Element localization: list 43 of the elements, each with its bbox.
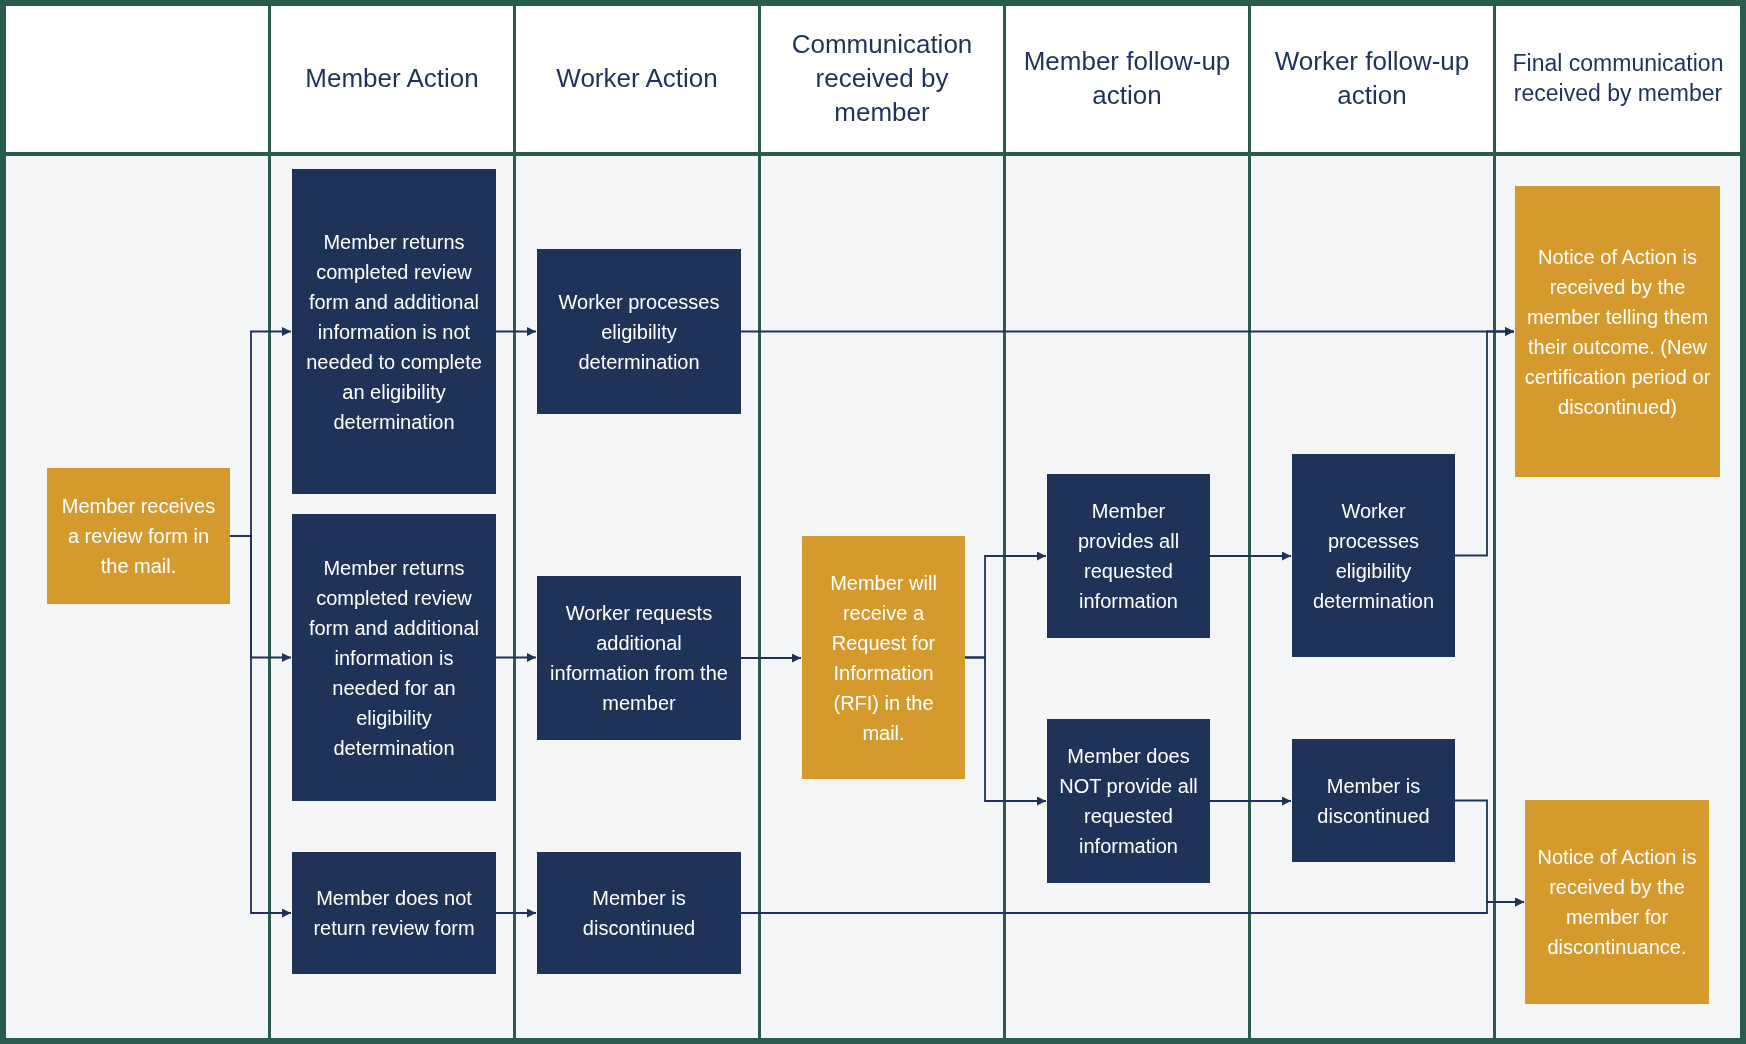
box-text: Worker requests additional information from the member	[549, 601, 729, 716]
box-text: Member does NOT provide all requested information	[1058, 744, 1199, 859]
process-box	[537, 576, 741, 740]
column-header: Member Action	[304, 62, 480, 96]
process-box	[292, 514, 496, 801]
column-header: Worker follow-up action	[1273, 45, 1471, 112]
box-text: Member returns completed review form and additional information is needed for an eligibility determination	[307, 555, 481, 761]
box-text: Notice of Action is received by the member telling them their outcome. (New certification period or discontinued)	[1523, 244, 1712, 420]
arrow	[495, 327, 537, 336]
column-header: Communication received by member	[790, 28, 974, 129]
box-text: Member returns completed review form and additional information is not needed to complete an eligibility determination	[305, 229, 483, 435]
column-header: Worker Action	[555, 62, 719, 96]
arrow	[495, 908, 537, 918]
box-text: Member provides all requested information	[1076, 499, 1181, 614]
column-header: Member follow-up action	[1022, 45, 1232, 112]
process-box	[1047, 719, 1210, 883]
box-text: Member does not return review form	[312, 886, 476, 941]
arrow	[964, 656, 1047, 806]
process-box	[537, 249, 741, 414]
box-text: Worker processes eligibility determination	[557, 289, 721, 375]
arrow	[740, 653, 802, 663]
box-text: Member will receive a Request for Information (RFI) in the mail.	[829, 570, 938, 746]
process-box	[1292, 739, 1455, 862]
box-text: Member receives a review form in the mail.	[60, 494, 217, 579]
process-box	[47, 468, 230, 604]
process-box	[292, 169, 496, 494]
process-box	[1047, 474, 1210, 638]
arrow	[495, 653, 537, 662]
box-text: Worker processes eligibility determination	[1311, 498, 1436, 614]
arrow	[1209, 551, 1292, 561]
box-text: Member is discontinued	[581, 886, 697, 941]
box-text: Member is discontinued	[1316, 773, 1431, 829]
process-box	[1525, 800, 1709, 1004]
arrow	[1454, 327, 1515, 557]
column-header: Final communication received by member	[1511, 49, 1725, 108]
process-box	[802, 536, 965, 779]
process-box	[1292, 454, 1455, 657]
arrow	[1209, 796, 1292, 806]
arrow	[740, 897, 1525, 914]
process-box	[292, 852, 496, 974]
process-box	[1515, 186, 1720, 477]
box-text: Notice of Action is received by the member for discontinuance.	[1536, 845, 1698, 960]
process-box	[537, 852, 741, 974]
